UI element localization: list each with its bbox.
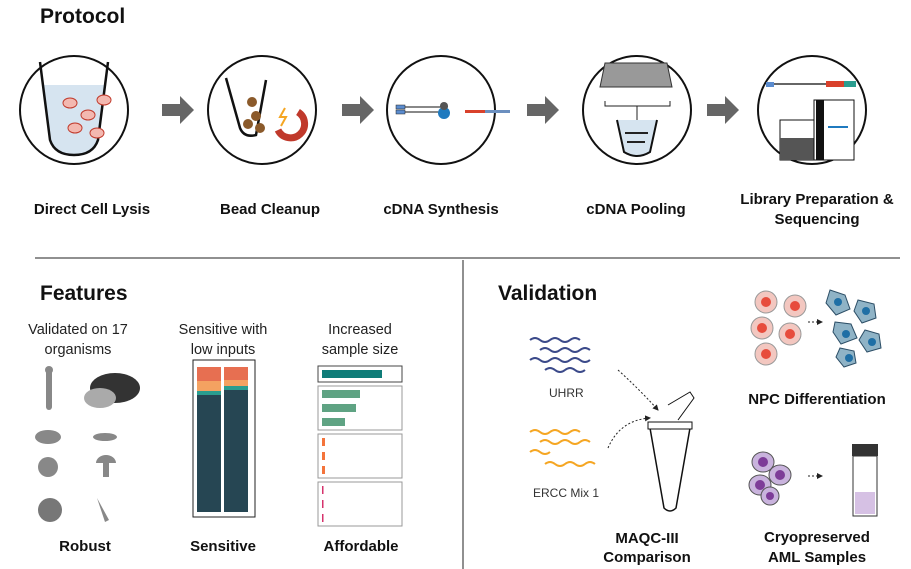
feature-caption: organisms [45, 342, 112, 358]
step-label: Library Preparation & [740, 191, 894, 208]
features-title: Features [40, 282, 128, 305]
plate-pooling-icon [599, 62, 673, 157]
organism-silhouettes-icon [35, 366, 140, 522]
step-label: Bead Cleanup [220, 201, 320, 218]
affordable-bar-chart [317, 365, 403, 527]
ercc-label: ERCC Mix 1 [533, 486, 599, 500]
step-cdna-synthesis [386, 55, 510, 165]
aml-cells-vial-icon [748, 444, 878, 517]
maqc-label: MAQC-III [615, 530, 678, 547]
microcentrifuge-tube-icon [647, 391, 695, 512]
step-library-sequencing [757, 55, 867, 165]
validation-title: Validation [498, 282, 597, 305]
sensitive-stacked-bar-chart [192, 359, 256, 518]
ercc-wave-icon [529, 429, 596, 467]
arrow-icons [162, 96, 739, 124]
step-cdna-pooling [582, 55, 692, 165]
step-label: Direct Cell Lysis [34, 201, 150, 218]
uhrr-wave-icon [529, 337, 591, 373]
cdna-molecule-icon [395, 102, 510, 119]
uhrr-label: UHRR [549, 386, 584, 400]
step-direct-cell-lysis [19, 55, 129, 165]
step-label: cDNA Pooling [586, 201, 685, 218]
aml-label: Cryopreserved [764, 529, 870, 546]
arrow-right-icon [342, 96, 374, 124]
feature-caption: low inputs [191, 342, 255, 358]
npc-cells-icon [750, 289, 882, 368]
arrow-right-icon [707, 96, 739, 124]
arrow-right-icon [162, 96, 194, 124]
sequencer-icon [766, 81, 856, 161]
protocol-title: Protocol [40, 5, 125, 28]
step-bead-cleanup [207, 55, 317, 165]
step-label: Sequencing [774, 211, 859, 228]
aml-label: AML Samples [768, 549, 866, 566]
feature-label: Sensitive [190, 538, 256, 555]
feature-label: Robust [59, 538, 111, 555]
maqc-label: Comparison [603, 549, 691, 566]
tube-with-cells-icon [38, 61, 112, 157]
feature-caption: Sensitive with [179, 322, 268, 338]
feature-caption: sample size [322, 342, 399, 358]
npc-label: NPC Differentiation [748, 391, 886, 408]
beads-magnet-icon [224, 77, 309, 142]
feature-label: Affordable [324, 538, 399, 555]
arrow-right-icon [527, 96, 559, 124]
feature-caption: Increased [328, 322, 392, 338]
feature-caption: Validated on 17 [28, 322, 128, 338]
step-label: cDNA Synthesis [383, 201, 498, 218]
